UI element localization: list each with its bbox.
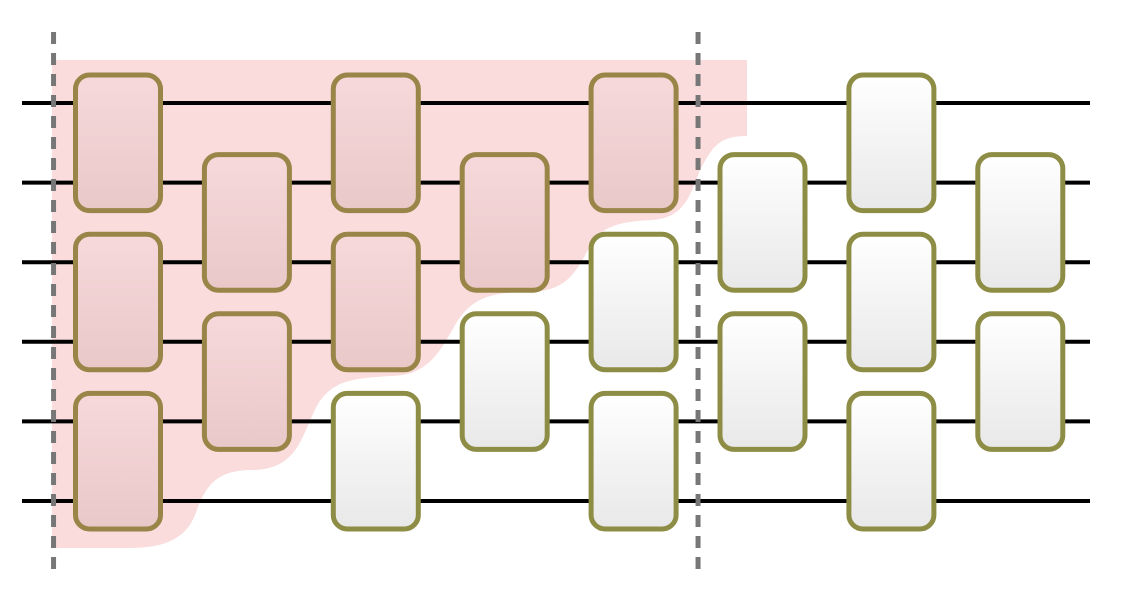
gate-l5-w5 [588, 390, 679, 532]
gate-l3-w1-highlighted [330, 72, 421, 214]
gate-l3-w3-highlighted [330, 231, 421, 373]
gate-l8-w2 [975, 152, 1066, 293]
gate-l7-w1 [846, 72, 937, 214]
gate-l5-w3 [588, 231, 679, 373]
gate-l1-w5-highlighted [73, 390, 163, 532]
gate-l5-w1-highlighted [588, 72, 679, 214]
gates [73, 72, 1066, 532]
gate-l8-w4 [975, 311, 1066, 452]
gate-l1-w3-highlighted [73, 231, 163, 373]
layer-dividers [51, 32, 701, 572]
gate-l6-w2 [717, 152, 808, 293]
gate-l2-w4-highlighted [201, 311, 292, 452]
gate-l4-w2-highlighted [459, 152, 550, 293]
gate-l7-w5 [846, 390, 937, 532]
gate-l2-w2-highlighted [201, 152, 292, 293]
gate-l3-w5 [330, 390, 421, 532]
gate-l1-w1-highlighted [73, 72, 163, 214]
gate-l4-w4 [459, 311, 550, 452]
gate-l6-w4 [717, 311, 808, 452]
gate-l7-w3 [846, 231, 937, 373]
